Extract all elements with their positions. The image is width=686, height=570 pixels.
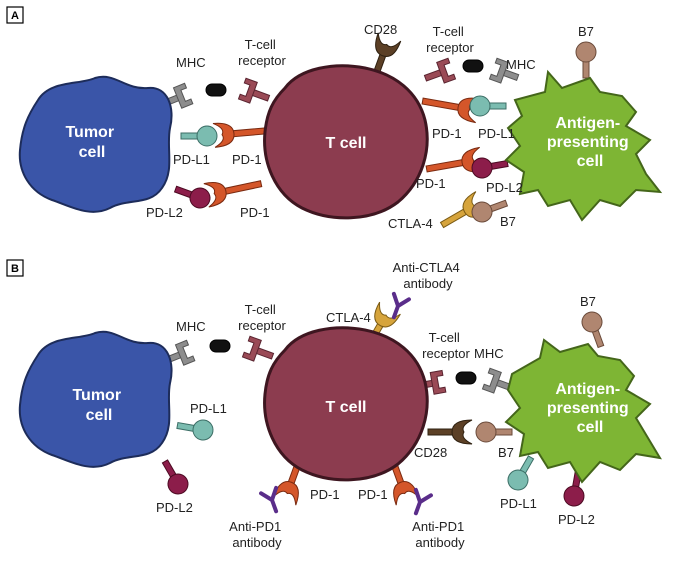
apc-label-b-line1: Antigen- (555, 381, 620, 398)
b7-top-b (578, 308, 611, 351)
label-pd1-a-b: PD-1 (310, 487, 340, 502)
pdl2-left-b (155, 455, 193, 499)
t-cell-label-b: T cell (326, 399, 367, 416)
label-pdl2-left-a: PD-L2 (146, 205, 183, 220)
panel-b-letter-box (6, 259, 24, 277)
antigen-left-a (205, 83, 227, 97)
label-anti-ctla4-b: Anti-CTLA4 antibody (393, 260, 464, 291)
label-b7-bottom-a: B7 (500, 214, 516, 229)
label-pdl1-left-a: PD-L1 (173, 152, 210, 167)
label-anti-pd1-b-b-l2: antibody (415, 535, 465, 550)
label-tcr-left-b-l1: T-cell (245, 302, 276, 317)
label-tcr-right-a: T-cell receptor (426, 24, 474, 55)
label-pd1-right-upper-a: PD-1 (432, 126, 462, 141)
panel-b-letter: B (11, 263, 19, 275)
pdl2-right-a (469, 153, 510, 181)
b7-top-a (575, 41, 597, 79)
label-b7-top-a: B7 (578, 24, 594, 39)
apc-label-b: Antigen- presenting cell (547, 381, 633, 436)
label-tcr-left-b: T-cell receptor (238, 302, 286, 333)
label-ctla4-b: CTLA-4 (326, 310, 371, 325)
tumor-cell-a (18, 75, 173, 213)
label-anti-ctla4-b-l1: Anti-CTLA4 (393, 260, 460, 275)
label-anti-pd1-a-b: Anti-PD1 antibody (229, 519, 285, 550)
label-tcr-right-a-l1: T-cell (433, 24, 464, 39)
label-tcr-left-a: T-cell receptor (238, 37, 286, 68)
tumor-cell-label-a-line2: cell (79, 144, 106, 161)
apc-a (504, 69, 663, 222)
apc-label-a: Antigen- presenting cell (547, 115, 633, 170)
cd28-b (427, 419, 473, 445)
antigen-right-a (462, 59, 484, 73)
label-tcr-right-b-l2: receptor (422, 346, 470, 361)
label-anti-pd1-a-b-l2: antibody (232, 535, 282, 550)
label-cd28-b: CD28 (414, 445, 447, 460)
label-anti-pd1-a-b-l1: Anti-PD1 (229, 519, 281, 534)
label-pd1-left-lower-a: PD-1 (240, 205, 270, 220)
panel-a: A Tumor cell (6, 6, 663, 236)
label-pdl2-right-b: PD-L2 (558, 512, 595, 527)
tcr-right-a (421, 57, 457, 90)
tumor-cell-b (18, 330, 173, 468)
tcr-left-a (237, 77, 273, 110)
panel-a-letter: A (11, 10, 19, 22)
anti-pd1-antibody-b-b (406, 487, 433, 519)
label-tcr-right-b-l1: T-cell (429, 330, 460, 345)
tumor-cell-label-a-line1: Tumor (65, 124, 114, 141)
apc-label-a-line2: presenting (547, 134, 629, 151)
label-pdl1-left-b: PD-L1 (190, 401, 227, 416)
apc-b (504, 338, 662, 484)
label-anti-pd1-b-b-l1: Anti-PD1 (412, 519, 464, 534)
label-anti-ctla4-b-l2: antibody (403, 276, 453, 291)
apc-label-a-line1: Antigen- (555, 115, 620, 132)
label-pd1-right-lower-a: PD-1 (416, 176, 446, 191)
pd1-left-lower-a (203, 171, 265, 208)
label-tcr-left-a-l1: T-cell (245, 37, 276, 52)
pdl1-left-a (180, 125, 218, 147)
panel-b: B Tumor cell T (6, 259, 662, 550)
label-tcr-right-b: T-cell receptor (422, 330, 470, 361)
pd1-left-upper-a (212, 118, 272, 148)
label-pdl1-right-b: PD-L1 (500, 496, 537, 511)
label-b7-top-b: B7 (580, 294, 596, 309)
label-pdl2-right-a: PD-L2 (486, 180, 523, 195)
label-b7-mid-b: B7 (498, 445, 514, 460)
apc-label-b-line3: cell (577, 419, 604, 436)
t-cell-a (263, 64, 429, 220)
apc-label-a-line3: cell (577, 153, 604, 170)
label-mhc-right-a: MHC (506, 57, 536, 72)
label-tcr-left-b-l2: receptor (238, 318, 286, 333)
label-pdl2-left-b: PD-L2 (156, 500, 193, 515)
label-anti-pd1-b-b: Anti-PD1 antibody (412, 519, 468, 550)
label-pd1-b-b: PD-1 (358, 487, 388, 502)
antigen-right-b (455, 371, 477, 385)
label-tcr-right-a-l2: receptor (426, 40, 474, 55)
t-cell-label-a: T cell (326, 135, 367, 152)
t-cell-b (263, 326, 429, 482)
tumor-cell-label-a: Tumor cell (65, 124, 118, 161)
tcr-left-b (241, 335, 277, 368)
label-tcr-left-a-l2: receptor (238, 53, 286, 68)
b7-mid-b (475, 421, 513, 443)
label-pd1-left-upper-a: PD-1 (232, 152, 262, 167)
label-mhc-right-b: MHC (474, 346, 504, 361)
apc-label-b-line2: presenting (547, 400, 629, 417)
label-mhc-left-a: MHC (176, 55, 206, 70)
tumor-cell-label-b-line1: Tumor (72, 387, 121, 404)
label-pdl1-right-a: PD-L1 (478, 126, 515, 141)
antigen-left-b (209, 339, 231, 353)
tumor-cell-label-b-line2: cell (86, 407, 113, 424)
label-cd28-a: CD28 (364, 22, 397, 37)
label-ctla4-a: CTLA-4 (388, 216, 433, 231)
label-mhc-left-b: MHC (176, 319, 206, 334)
pdl1-left-b (175, 415, 216, 443)
panel-a-letter-box (6, 6, 24, 24)
tumor-cell-label-b: Tumor cell (72, 387, 125, 424)
pdl1-right-a (469, 95, 507, 117)
